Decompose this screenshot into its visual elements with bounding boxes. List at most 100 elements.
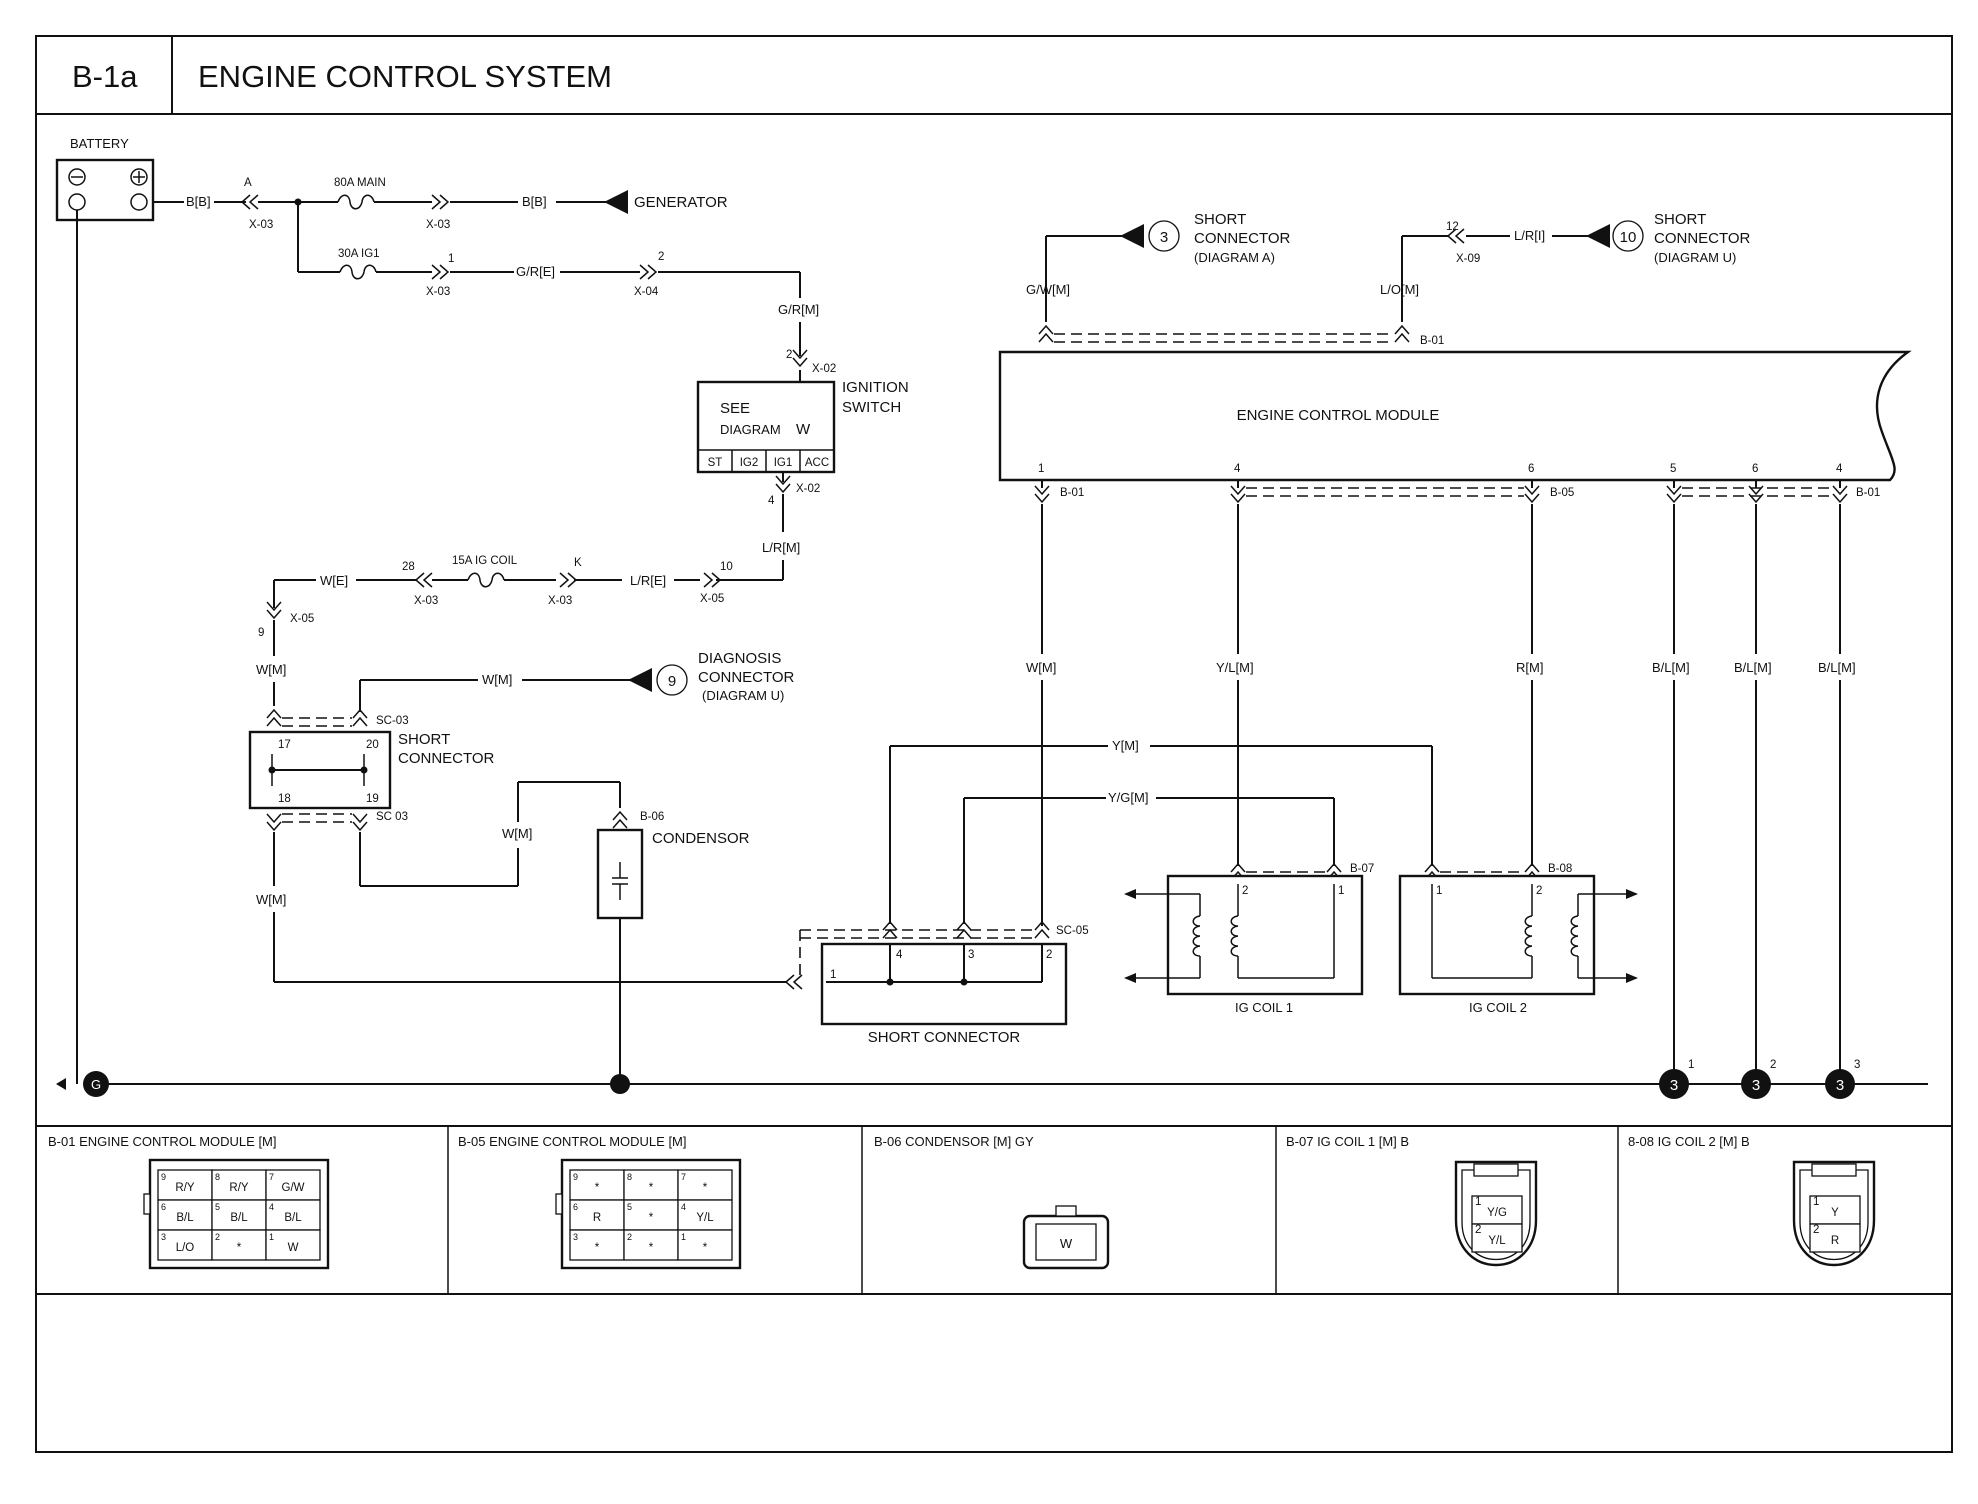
svg-text:X-03: X-03 [249, 219, 273, 231]
connector-pin-number: 6 [573, 1202, 578, 1212]
short-connector-sc05 [820, 942, 1068, 1026]
svg-text:DIAGRAM: DIAGRAM [720, 422, 781, 437]
svg-text:3: 3 [1752, 1077, 1760, 1094]
svg-text:Y: Y [1831, 1207, 1839, 1219]
svg-text:IG COIL 2: IG COIL 2 [1469, 1000, 1527, 1015]
svg-text:5: 5 [1670, 463, 1676, 475]
svg-text:B-05: B-05 [1550, 487, 1574, 499]
svg-text:G: G [91, 1077, 101, 1092]
connector-cell [211, 1169, 267, 1201]
ground-point-1 [1659, 1069, 1689, 1099]
svg-text:CONNECTOR: CONNECTOR [398, 750, 495, 767]
connector-pin-number: 3 [161, 1232, 166, 1242]
svg-text:B/L[M]: B/L[M] [1818, 660, 1856, 675]
svg-text:2: 2 [1536, 885, 1542, 897]
connector-wire-color: * [237, 1242, 242, 1254]
svg-text:1: 1 [1688, 1059, 1694, 1071]
svg-text:4: 4 [1836, 463, 1843, 475]
svg-text:2: 2 [658, 251, 664, 263]
connector-cell [623, 1229, 679, 1261]
diagram-title: ENGINE CONTROL SYSTEM [198, 59, 612, 94]
connector-pin-number: 7 [681, 1172, 686, 1182]
connector-pin-number: 7 [269, 1172, 274, 1182]
svg-text:B-07: B-07 [1350, 863, 1374, 875]
connector-wire-color: B/L [284, 1212, 302, 1224]
connector-wire-color: * [649, 1242, 654, 1254]
short-connector-u-ref [1612, 220, 1644, 252]
svg-text:Y/G[M]: Y/G[M] [1108, 790, 1148, 805]
ig-coil-2 [1398, 874, 1596, 996]
svg-text:W[M]: W[M] [502, 826, 532, 841]
svg-text:CONDENSOR: CONDENSOR [652, 830, 750, 847]
connector-wire-color: B/L [230, 1212, 248, 1224]
svg-text:L/R[E]: L/R[E] [630, 573, 666, 588]
engine-control-module [998, 350, 1912, 482]
svg-text:10: 10 [1620, 229, 1637, 246]
diagram-code: B-1a [72, 59, 138, 94]
svg-text:2: 2 [1813, 1224, 1819, 1236]
fuse-30a-ig1 [339, 264, 377, 280]
svg-text:G/R[E]: G/R[E] [516, 264, 555, 279]
svg-text:X-05: X-05 [700, 593, 724, 605]
connector-b05-title: B-05 ENGINE CONTROL MODULE [M] [458, 1134, 687, 1149]
svg-text:2: 2 [1475, 1224, 1481, 1236]
svg-text:DIAGNOSIS: DIAGNOSIS [698, 650, 781, 667]
connector-wire-color: * [703, 1182, 708, 1194]
svg-text:X-03: X-03 [414, 595, 438, 607]
svg-text:Y[M]: Y[M] [1112, 738, 1139, 753]
svg-text:18: 18 [278, 793, 291, 805]
connector-wire-color: B/L [176, 1212, 194, 1224]
connector-cell [211, 1229, 267, 1261]
svg-text:9: 9 [258, 627, 264, 639]
svg-text:3: 3 [1670, 1077, 1678, 1094]
svg-text:W[E]: W[E] [320, 573, 348, 588]
connector-b06-title: B-06 CONDENSOR [M] GY [874, 1134, 1034, 1149]
connector-wire-color: G/W [282, 1182, 305, 1194]
svg-text:R: R [1831, 1235, 1839, 1247]
svg-text:3: 3 [968, 949, 974, 961]
generator-arrow [604, 190, 628, 214]
connector-wire-color: Y/L [696, 1212, 714, 1224]
svg-text:B/L[M]: B/L[M] [1734, 660, 1772, 675]
svg-text:4: 4 [896, 949, 903, 961]
svg-text:1: 1 [830, 969, 836, 981]
connector-wire-color: * [595, 1182, 600, 1194]
connector-pin-number: 2 [627, 1232, 632, 1242]
svg-text:ACC: ACC [805, 457, 829, 469]
svg-text:X-02: X-02 [812, 363, 836, 375]
svg-text:4: 4 [768, 495, 775, 507]
connector-cell [677, 1199, 733, 1231]
svg-text:SHORT: SHORT [398, 731, 450, 748]
svg-text:B/L[M]: B/L[M] [1652, 660, 1690, 675]
svg-text:1: 1 [448, 253, 454, 265]
svg-text:IG2: IG2 [740, 457, 759, 469]
svg-text:9: 9 [668, 673, 676, 690]
connector-pin-number: 2 [215, 1232, 220, 1242]
connector-b08-title: 8-08 IG COIL 2 [M] B [1628, 1134, 1750, 1149]
connector-cell [677, 1229, 733, 1261]
diagnosis-connector-ref [656, 664, 688, 696]
svg-text:3: 3 [1160, 229, 1168, 246]
svg-text:K: K [574, 557, 582, 569]
ground-point-3 [1825, 1069, 1855, 1099]
connector-b01-face: 9R/Y8R/Y7G/W6B/L5B/L4B/L3L/O2*1W [143, 1158, 330, 1270]
svg-text:IGNITION: IGNITION [842, 379, 909, 396]
connector-wire-color: R [593, 1212, 601, 1224]
svg-text:2: 2 [1046, 949, 1052, 961]
svg-text:B-06: B-06 [640, 811, 664, 823]
svg-text:L/O[M]: L/O[M] [1380, 282, 1419, 297]
battery-label: BATTERY [70, 136, 129, 151]
svg-text:W: W [796, 421, 811, 438]
svg-text:3: 3 [1836, 1077, 1844, 1094]
svg-text:SC 03: SC 03 [376, 811, 408, 823]
svg-text:Y/L: Y/L [1488, 1235, 1506, 1247]
svg-text:G/R[M]: G/R[M] [778, 302, 819, 317]
svg-text:12: 12 [1446, 221, 1459, 233]
svg-text:6: 6 [1752, 463, 1758, 475]
short-connector-a-ref [1148, 220, 1180, 252]
svg-text:X-05: X-05 [290, 613, 314, 625]
svg-text:Y/G: Y/G [1487, 1207, 1507, 1219]
svg-text:L/R[M]: L/R[M] [762, 540, 800, 555]
svg-text:SWITCH: SWITCH [842, 399, 901, 416]
